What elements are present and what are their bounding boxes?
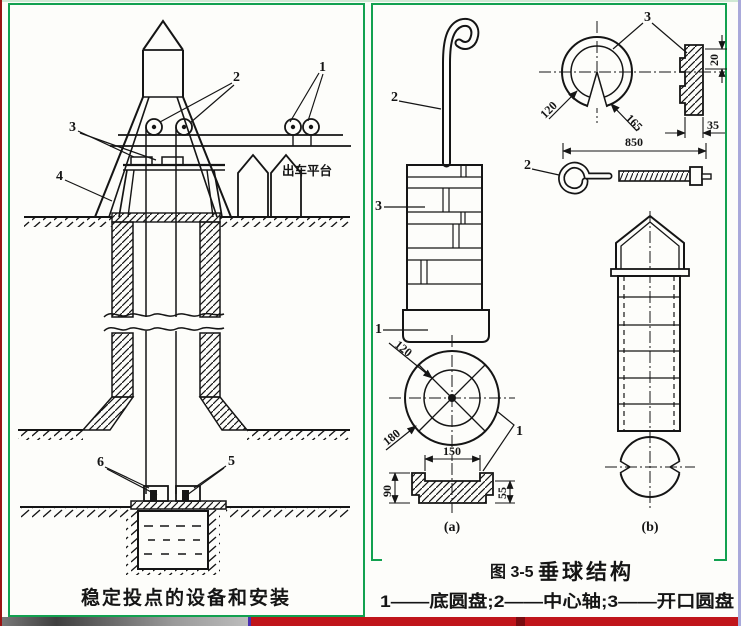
center-shaft-detail: 850 2 <box>524 135 712 195</box>
callout-open-disc: 3 <box>644 10 651 25</box>
stabilizer-table <box>118 156 225 218</box>
left-caption: 稳定投点的设备和安装 <box>81 586 291 609</box>
left-edge-line <box>0 0 2 626</box>
right-edge-line <box>738 0 741 626</box>
base-disc-top-view: 120 180 1 <box>380 335 523 472</box>
border-tick-left <box>371 559 382 561</box>
right-diagram: 2 3 1 120 165 3 <box>375 10 734 611</box>
dim-open-step: 35 <box>707 118 719 132</box>
right-caption: 垂球结构 <box>538 560 634 584</box>
left-callouts: 2 1 3 4 6 5 <box>56 60 326 496</box>
callout-base-detail: 1 <box>516 424 523 439</box>
bottom-strip-red-divider <box>516 617 525 626</box>
base-disc-section: 150 90 55 (a) <box>380 444 515 535</box>
dim-base-inner: 120 <box>392 337 415 359</box>
fig-b-label: (b) <box>641 520 658 535</box>
callout-3: 3 <box>69 120 76 135</box>
left-panel-border <box>8 3 365 617</box>
dim-base-rim-height: 55 <box>495 487 509 499</box>
right-panel-border <box>371 3 727 561</box>
dim-open-outer: 165 <box>623 111 646 134</box>
platform-label: 出车平台 <box>282 163 332 178</box>
open-disc-views: 120 165 3 20 35 <box>537 10 727 138</box>
callout-1: 1 <box>319 60 326 75</box>
dim-open-inner: 120 <box>537 98 560 121</box>
dim-open-thickness: 20 <box>707 54 721 66</box>
callout-6: 6 <box>97 455 104 470</box>
bottom-strip-purple <box>248 617 251 626</box>
callout-stack: 3 <box>375 199 382 214</box>
assembled-bob: (b) <box>605 211 695 535</box>
bottom-strip-gray <box>2 617 248 626</box>
callout-hook: 2 <box>391 90 398 105</box>
plumb-bob-elevation: 2 3 1 <box>375 17 490 343</box>
fig-a-label: (a) <box>444 520 461 535</box>
top-edge-line <box>0 0 741 2</box>
dim-base-height: 90 <box>380 485 394 497</box>
headframe <box>94 19 232 218</box>
pulleys <box>145 118 320 146</box>
figure-number-watermark: 图 3-5 <box>490 563 534 581</box>
dim-rod-length: 850 <box>625 135 643 149</box>
callout-4: 4 <box>56 169 63 184</box>
callout-2: 2 <box>233 70 240 85</box>
plumb-bob-clamps <box>130 485 227 510</box>
plumb-wires <box>145 127 177 494</box>
border-tick-right <box>714 559 727 561</box>
ground-and-shaft <box>18 212 350 518</box>
callout-hook-detail: 2 <box>524 158 531 173</box>
left-diagram: 出车平台 2 1 3 4 6 5 稳定投点的设备和安装 <box>18 19 351 609</box>
dim-base-outer: 180 <box>380 426 403 448</box>
bottom-strip-red <box>251 617 516 626</box>
water-tank <box>126 509 220 575</box>
callout-base: 1 <box>375 322 382 337</box>
platform-trestle <box>237 153 302 217</box>
dim-base-top-width: 150 <box>443 444 461 458</box>
callout-5: 5 <box>228 454 235 469</box>
legend: 1——底圆盘;2——中心轴;3——开口圆盘 <box>380 591 734 611</box>
bottom-strip-red-2 <box>525 617 741 626</box>
